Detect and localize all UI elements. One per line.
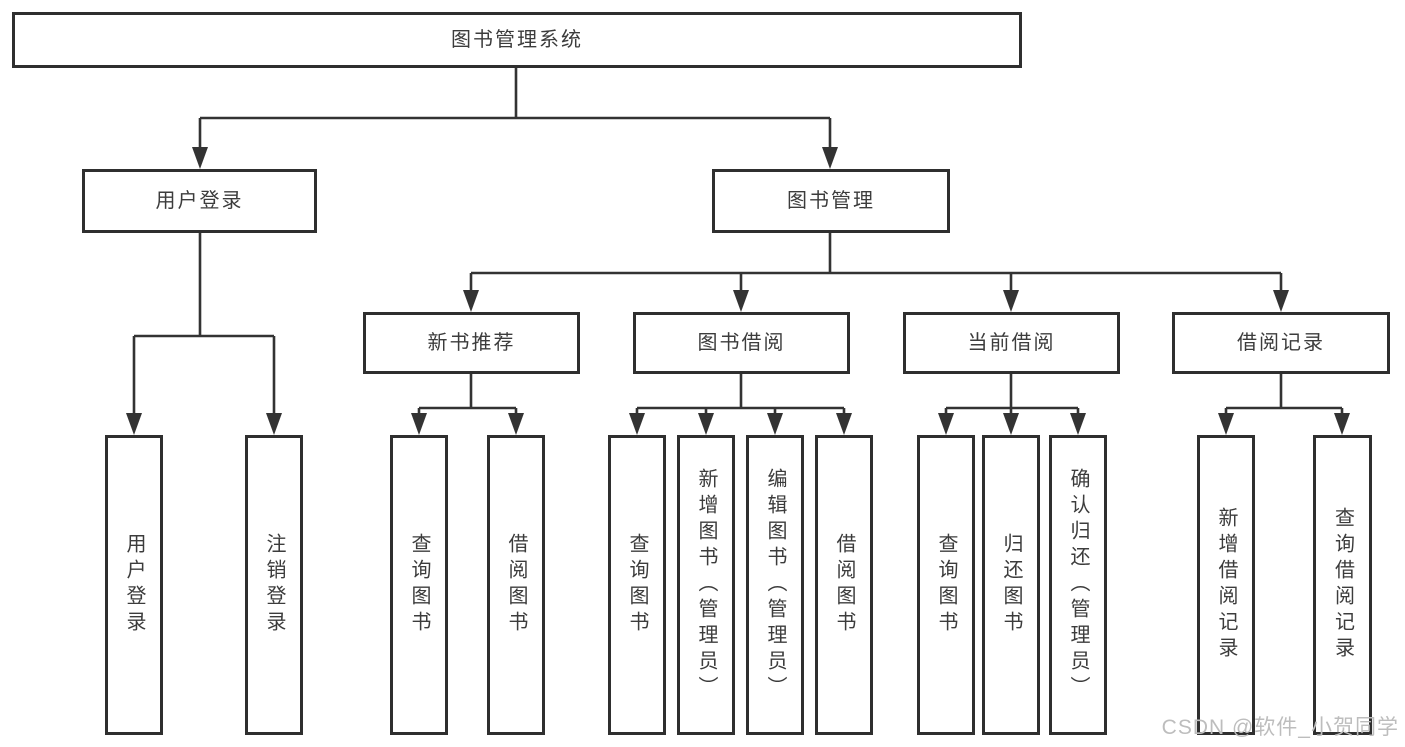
node-book-management-label: 图书管理 [787, 190, 875, 212]
node-leaf-edit-books-admin: 编辑图书（管理员） [746, 435, 804, 735]
node-leaf-add-borrow-record-label: 新增借阅记录 [1215, 507, 1237, 663]
node-leaf-add-books-admin-label: 新增图书（管理员） [695, 468, 717, 702]
node-leaf-user-login: 用户登录 [105, 435, 163, 735]
arrow-down-icon [411, 413, 427, 435]
node-current-borrowing-label: 当前借阅 [967, 332, 1056, 354]
node-new-book-recommend: 新书推荐 [363, 312, 580, 374]
arrow-down-icon [508, 413, 524, 435]
node-borrowing-records-label: 借阅记录 [1237, 332, 1325, 354]
node-leaf-logout: 注销登录 [245, 435, 303, 735]
connector-current-borrow-fan [938, 374, 1086, 435]
node-user-login: 用户登录 [82, 169, 317, 233]
connector-root-fan [192, 68, 838, 169]
node-leaf-borrow-books-1: 借阅图书 [487, 435, 545, 735]
node-leaf-edit-books-admin-label: 编辑图书（管理员） [764, 468, 786, 702]
node-book-management: 图书管理 [712, 169, 950, 233]
arrow-down-icon [822, 147, 838, 169]
connector-book-borrow-fan [629, 374, 852, 435]
node-leaf-logout-label: 注销登录 [263, 533, 285, 637]
node-leaf-add-borrow-record: 新增借阅记录 [1197, 435, 1255, 735]
arrow-down-icon [938, 413, 954, 435]
node-leaf-query-borrow-record: 查询借阅记录 [1313, 435, 1372, 735]
node-leaf-query-books-2-label: 查询图书 [626, 533, 648, 637]
arrow-down-icon [192, 147, 208, 169]
connector-book-management-fan [463, 233, 1289, 312]
arrow-down-icon [1218, 413, 1234, 435]
node-user-login-label: 用户登录 [155, 190, 244, 212]
watermark: CSDN @软件_小贺同学 [1161, 716, 1399, 739]
node-leaf-query-books-3: 查询图书 [917, 435, 975, 735]
node-leaf-query-books-3-label: 查询图书 [935, 533, 957, 637]
arrow-down-icon [1003, 290, 1019, 312]
arrow-down-icon [629, 413, 645, 435]
node-leaf-query-books-2: 查询图书 [608, 435, 666, 735]
node-leaf-user-login-label: 用户登录 [123, 533, 145, 637]
node-borrowing-records: 借阅记录 [1172, 312, 1390, 374]
connector-user-login-fan [126, 233, 282, 435]
node-root-label: 图书管理系统 [451, 29, 583, 51]
node-leaf-confirm-return-admin-label: 确认归还（管理员） [1067, 468, 1089, 702]
node-leaf-add-books-admin: 新增图书（管理员） [677, 435, 735, 735]
arrow-down-icon [1003, 413, 1019, 435]
node-leaf-confirm-return-admin: 确认归还（管理员） [1049, 435, 1107, 735]
node-new-book-recommend-label: 新书推荐 [427, 332, 516, 354]
arrow-down-icon [836, 413, 852, 435]
arrow-down-icon [1334, 413, 1350, 435]
arrow-down-icon [733, 290, 749, 312]
node-book-borrowing-label: 图书借阅 [697, 332, 786, 354]
node-leaf-borrow-books-2-label: 借阅图书 [833, 533, 855, 637]
arrow-down-icon [698, 413, 714, 435]
node-current-borrowing: 当前借阅 [903, 312, 1120, 374]
node-leaf-query-books-1-label: 查询图书 [408, 533, 430, 637]
connector-new-book-fan [411, 374, 524, 435]
arrow-down-icon [266, 413, 282, 435]
node-leaf-query-borrow-record-label: 查询借阅记录 [1331, 507, 1354, 663]
node-leaf-query-books-1: 查询图书 [390, 435, 448, 735]
node-root: 图书管理系统 [12, 12, 1022, 68]
node-leaf-return-books: 归还图书 [982, 435, 1040, 735]
arrow-down-icon [767, 413, 783, 435]
node-leaf-borrow-books-2: 借阅图书 [815, 435, 873, 735]
arrow-down-icon [463, 290, 479, 312]
connector-borrow-records-fan [1218, 374, 1350, 435]
arrow-down-icon [1070, 413, 1086, 435]
node-leaf-borrow-books-1-label: 借阅图书 [505, 533, 527, 637]
arrow-down-icon [1273, 290, 1289, 312]
arrow-down-icon [126, 413, 142, 435]
node-leaf-return-books-label: 归还图书 [1000, 533, 1022, 637]
node-book-borrowing: 图书借阅 [633, 312, 850, 374]
